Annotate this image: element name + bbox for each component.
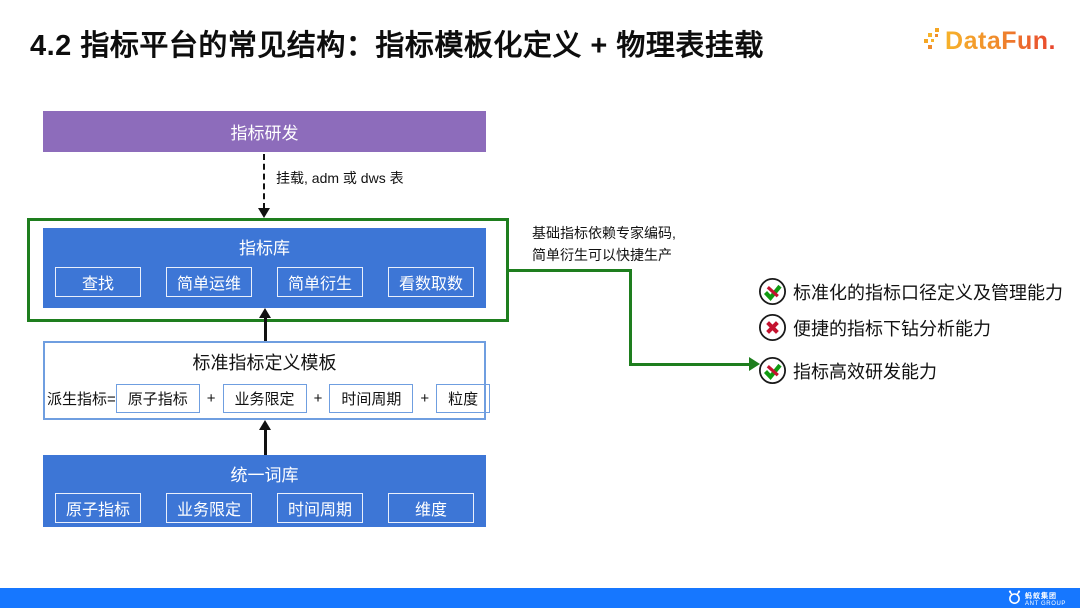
indicator-library-title: 指标库 bbox=[239, 239, 290, 258]
template-to-library-line bbox=[264, 316, 267, 341]
formula-atomic-indicator: 原子指标 bbox=[115, 384, 200, 413]
lexicon-to-template-arrow-icon bbox=[259, 420, 271, 430]
annotation-line-2: 简单衍生可以快捷生产 bbox=[532, 247, 672, 263]
unified-lexicon-title: 统一词库 bbox=[230, 466, 299, 485]
formula-plus-1: + bbox=[206, 390, 216, 407]
chip-simple-derive: 简单衍生 bbox=[277, 267, 363, 297]
cross-icon bbox=[758, 313, 787, 342]
formula-time-period: 时间周期 bbox=[329, 384, 414, 413]
chip-view-fetch: 看数取数 bbox=[388, 267, 474, 297]
indicator-library-chip-row: 查找 简单运维 简单衍生 看数取数 bbox=[43, 267, 486, 297]
datafun-dots-icon bbox=[923, 26, 943, 57]
highlight-frame bbox=[27, 218, 509, 322]
chip-find: 查找 bbox=[55, 267, 141, 297]
formula-plus-2: + bbox=[313, 390, 323, 407]
indicator-rnd-label: 指标研发 bbox=[230, 124, 299, 143]
datafun-logo: DataFun. bbox=[923, 26, 1056, 57]
green-connector-v bbox=[629, 269, 632, 366]
capability-item-3: 指标高效研发能力 bbox=[758, 356, 1063, 385]
green-connector-h1 bbox=[509, 269, 632, 272]
indicator-rnd-box: 指标研发 bbox=[43, 111, 486, 152]
ant-group-cn: 蚂蚁集团 bbox=[1025, 593, 1058, 600]
capability-label-1: 标准化的指标口径定义及管理能力 bbox=[793, 282, 1063, 303]
check-strike-icon bbox=[758, 356, 787, 385]
page-title: 4.2 指标平台的常见结构：指标模板化定义 + 物理表挂载 bbox=[30, 30, 764, 62]
check-strike-icon bbox=[758, 277, 787, 306]
capability-list: 标准化的指标口径定义及管理能力 便捷的指标下钻分析能力 指标高效研发能力 bbox=[758, 277, 1063, 392]
formula-granularity: 粒度 bbox=[436, 384, 491, 413]
derive-formula: 派生指标= 原子指标 + 业务限定 + 时间周期 + 粒度 bbox=[45, 384, 491, 413]
footer-bar: 蚂蚁集团 ANT GROUP bbox=[0, 588, 1080, 608]
formula-business-limit: 业务限定 bbox=[222, 384, 307, 413]
green-connector-arrow-icon bbox=[749, 357, 760, 371]
unified-lexicon-box: 统一词库 原子指标 业务限定 时间周期 维度 bbox=[43, 455, 486, 527]
standard-template-box: 标准指标定义模板 派生指标= 原子指标 + 业务限定 + 时间周期 + 粒度 bbox=[43, 341, 491, 420]
mount-arrow-label: 挂载, adm 或 dws 表 bbox=[276, 170, 404, 186]
ant-group-wordmark: 蚂蚁集团 ANT GROUP bbox=[1025, 593, 1066, 607]
formula-prefix: 派生指标= bbox=[47, 391, 116, 408]
standard-template-title: 标准指标定义模板 bbox=[192, 353, 337, 373]
lexicon-to-template-line bbox=[264, 428, 267, 455]
chip-atomic-indicator: 原子指标 bbox=[55, 493, 141, 523]
mount-dashed-line bbox=[263, 154, 265, 209]
ant-group-logo: 蚂蚁集团 ANT GROUP bbox=[1007, 590, 1066, 608]
annotation-line-1: 基础指标依赖专家编码, bbox=[532, 225, 676, 241]
capability-item-1: 标准化的指标口径定义及管理能力 bbox=[758, 277, 1063, 306]
chip-simple-ops: 简单运维 bbox=[166, 267, 252, 297]
ant-icon bbox=[1007, 590, 1022, 608]
indicator-library-box: 指标库 查找 简单运维 简单衍生 看数取数 bbox=[43, 228, 486, 308]
capability-label-3: 指标高效研发能力 bbox=[793, 361, 937, 382]
chip-dimension: 维度 bbox=[388, 493, 474, 523]
ant-group-en: ANT GROUP bbox=[1025, 601, 1066, 607]
green-connector-h2 bbox=[629, 363, 751, 366]
capability-label-2: 便捷的指标下钻分析能力 bbox=[793, 318, 991, 339]
unified-lexicon-chip-row: 原子指标 业务限定 时间周期 维度 bbox=[43, 493, 486, 523]
formula-plus-3: + bbox=[420, 390, 430, 407]
capability-item-2: 便捷的指标下钻分析能力 bbox=[758, 313, 1063, 342]
expert-coding-annotation: 基础指标依赖专家编码, 简单衍生可以快捷生产 bbox=[532, 222, 676, 266]
chip-time-period: 时间周期 bbox=[277, 493, 363, 523]
template-to-library-arrow-icon bbox=[259, 308, 271, 318]
mount-arrow-down-icon bbox=[258, 208, 270, 218]
chip-business-limit: 业务限定 bbox=[166, 493, 252, 523]
datafun-wordmark: DataFun. bbox=[945, 27, 1056, 55]
